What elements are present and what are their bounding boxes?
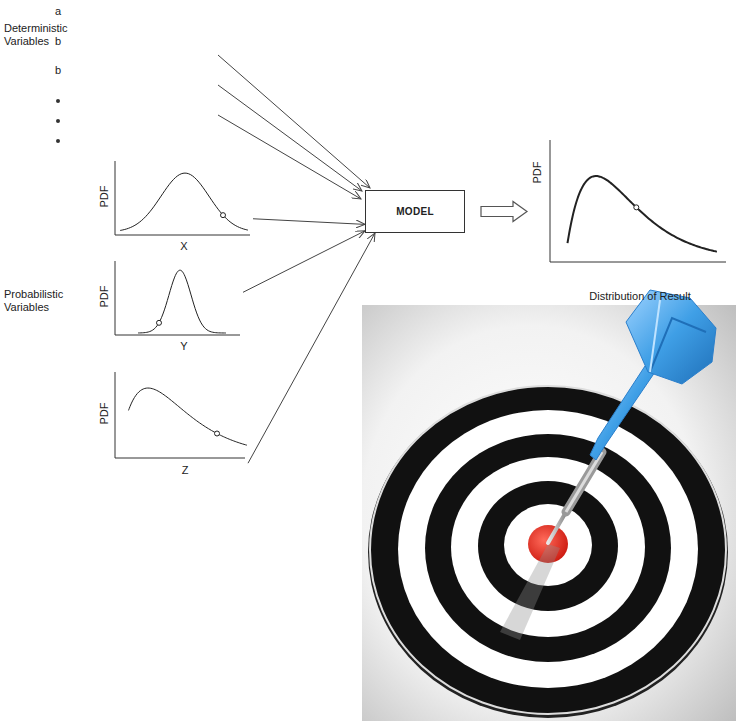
input-arrow	[248, 233, 375, 463]
sample-point	[215, 431, 220, 436]
sample-point	[157, 320, 162, 325]
dartboard-illustration	[362, 290, 736, 721]
pdf-plot: PDF Z	[98, 368, 248, 480]
group-label: Deterministic Variables	[4, 22, 90, 48]
axis-label: PDF	[531, 161, 544, 183]
variable-name: a	[55, 5, 61, 18]
plot-axes	[115, 372, 245, 458]
sample-point	[634, 205, 639, 210]
variable-name: b	[55, 64, 61, 77]
plot-graphic	[98, 258, 243, 356]
variable-axis-label: X	[180, 240, 187, 253]
variable-axis-label: Y	[180, 340, 187, 353]
input-arrow	[253, 219, 365, 225]
plot-graphic	[98, 368, 248, 480]
axis-label: PDF	[98, 402, 111, 424]
bullet-dots	[56, 99, 60, 143]
plot-axes	[550, 140, 726, 262]
deterministic-arrows	[218, 55, 370, 199]
axis-label: PDF	[98, 185, 111, 207]
model-label: MODEL	[396, 205, 434, 218]
result-distribution-plot: PDF Distribution of Result	[530, 136, 730, 306]
pdf-plot: PDF Y	[98, 258, 243, 356]
plot-axes	[115, 161, 250, 235]
pdf-curve	[120, 173, 248, 230]
pdf-curve	[138, 270, 226, 333]
result-arrow	[481, 202, 527, 222]
plot-axes	[115, 261, 240, 335]
group-label: Probabilistic Variables	[4, 288, 90, 314]
variable-name: b	[55, 35, 61, 48]
pdf-curve	[567, 176, 716, 252]
variable-axis-label: Z	[182, 464, 189, 477]
input-arrow	[243, 231, 365, 292]
pdf-curve	[129, 388, 248, 445]
plot-caption: Distribution of Result	[589, 290, 691, 303]
axis-label: PDF	[98, 285, 111, 307]
pdf-plot: PDF X	[98, 158, 253, 256]
plot-graphic	[98, 158, 253, 256]
plot-graphic	[530, 136, 730, 306]
sample-point	[221, 213, 226, 218]
model-box: MODEL	[365, 190, 465, 233]
